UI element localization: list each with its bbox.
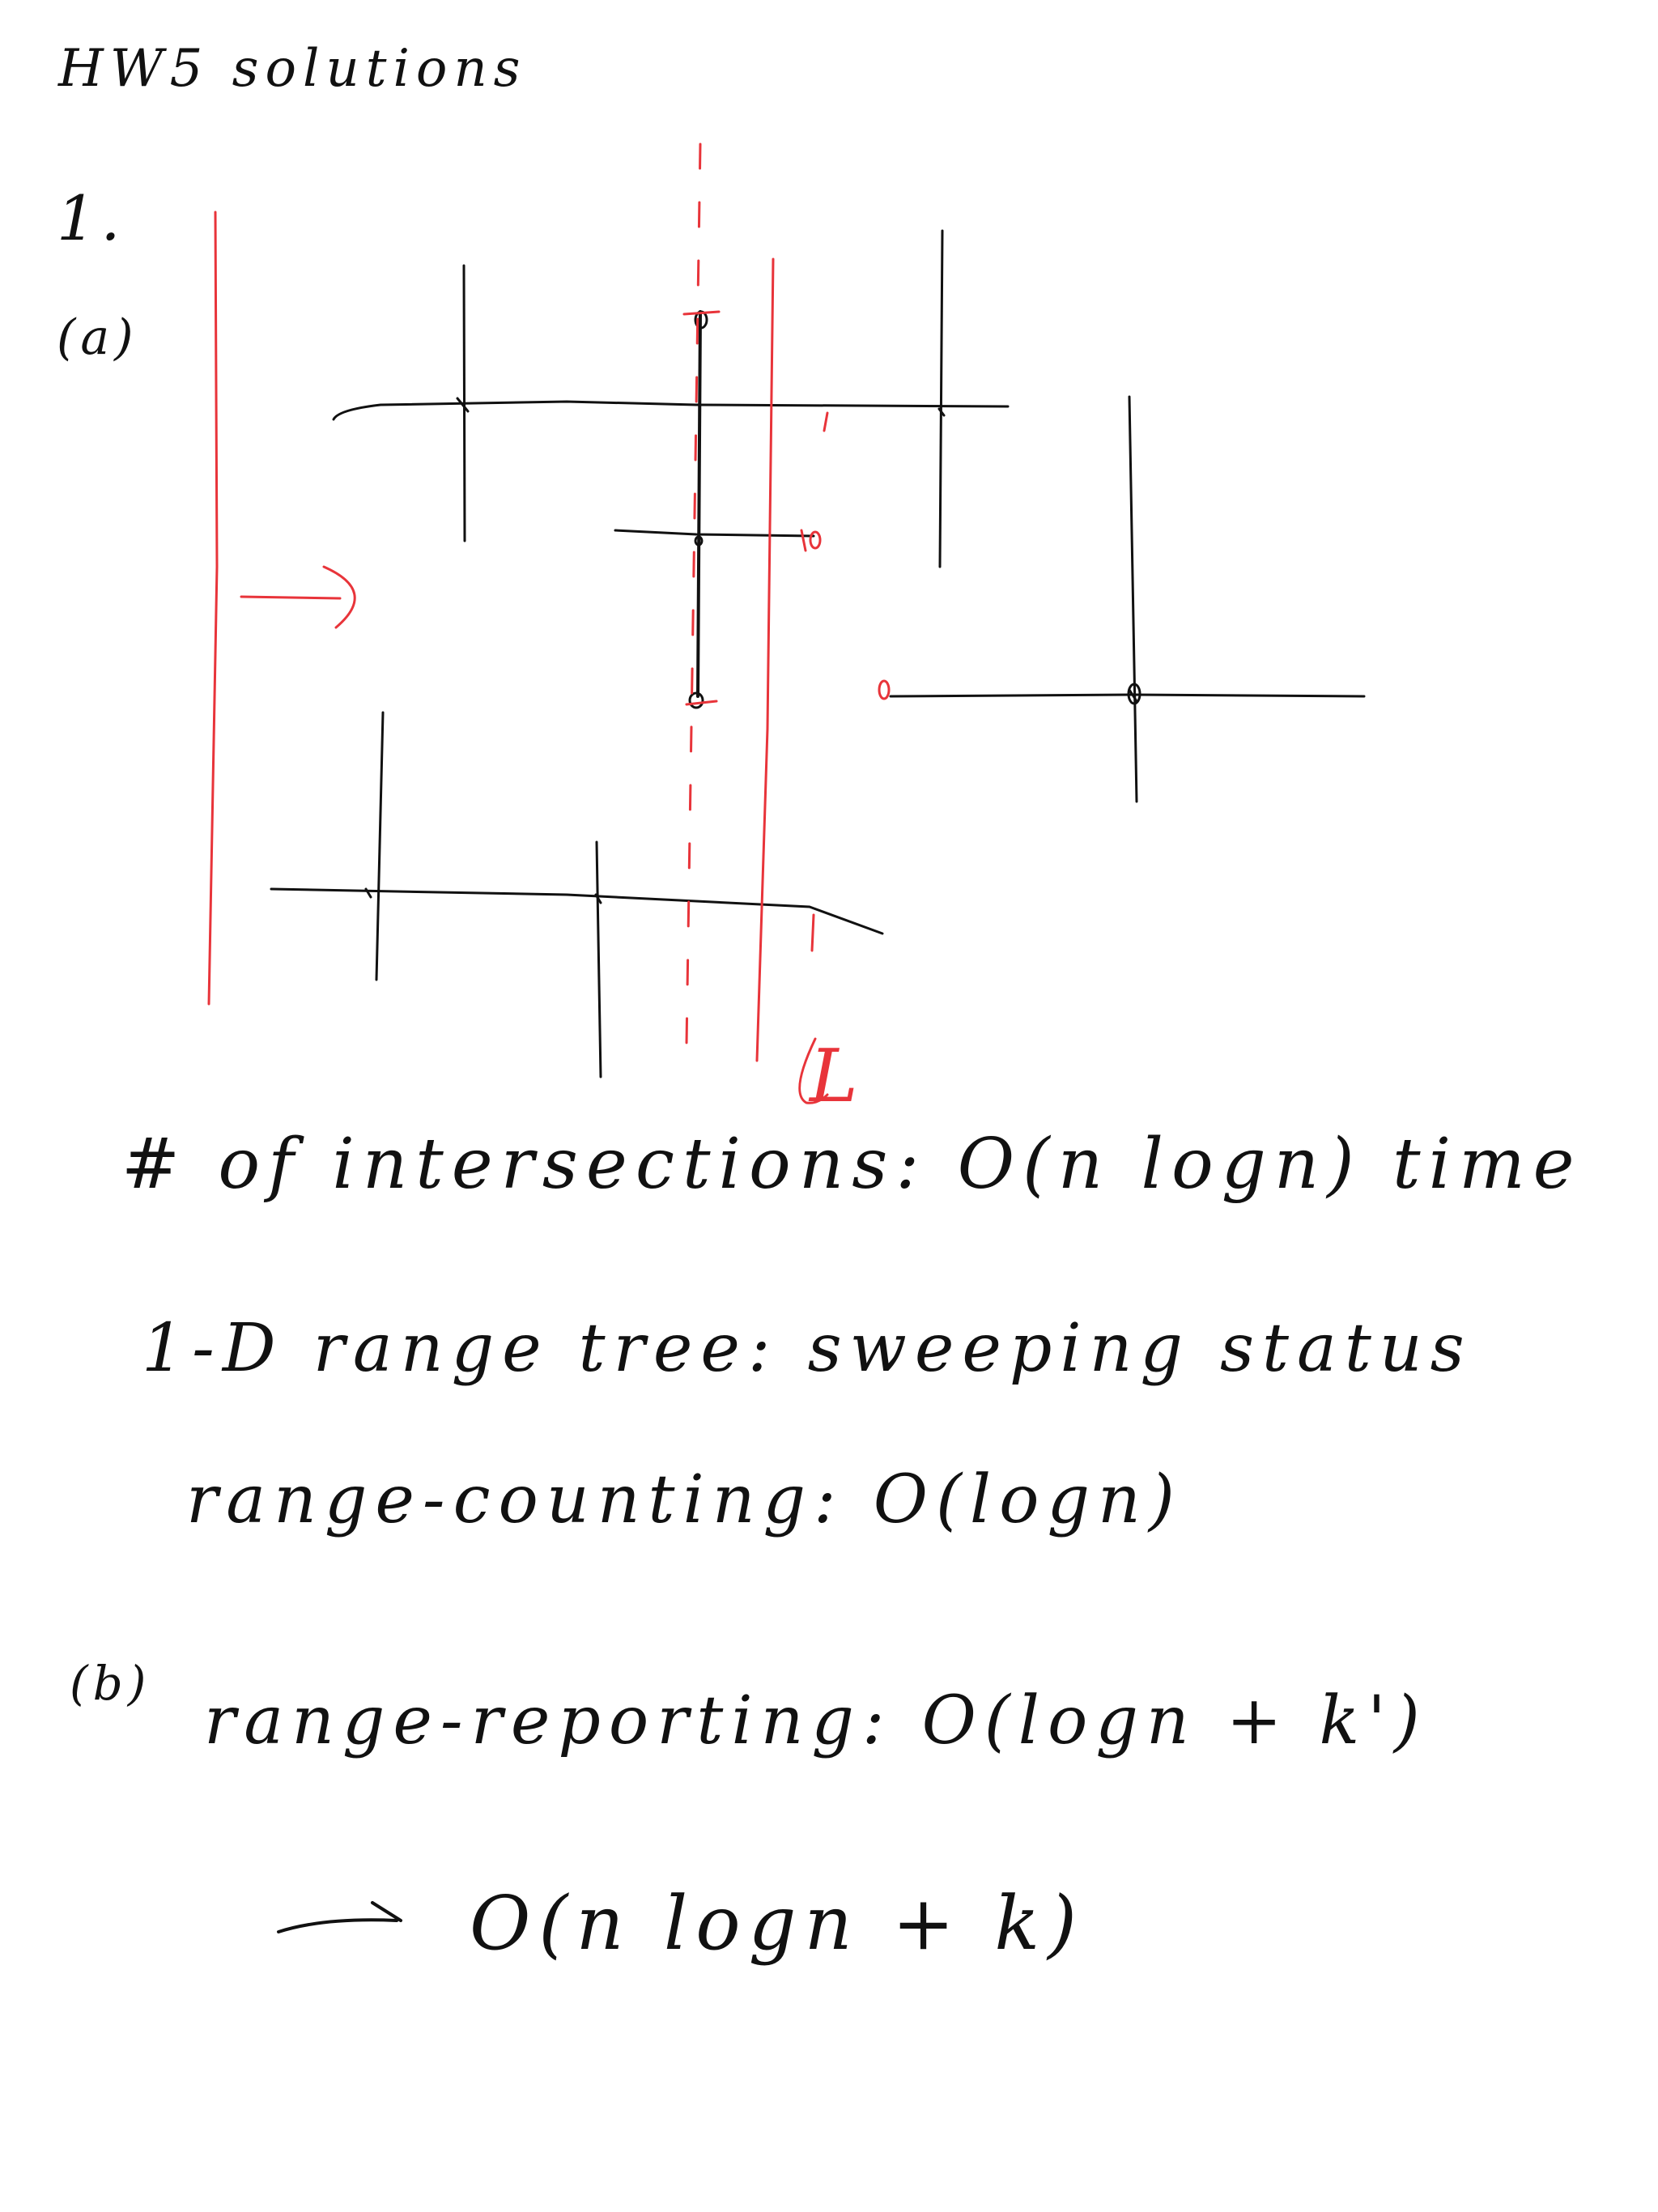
sweep-line-right <box>755 257 775 1062</box>
vertical-segment-2 <box>696 310 702 698</box>
page-title: HW5 solutions <box>58 39 527 99</box>
text-line-range-reporting: range-reporting: O(logn + k') <box>204 1682 1428 1759</box>
sweep-label: L <box>808 1034 858 1119</box>
implies-arrow <box>277 1901 402 1933</box>
sweep-line-left <box>207 211 219 1006</box>
sweep-direction-arrow <box>240 565 356 629</box>
segment-intersection-diagram: L <box>207 143 1366 1119</box>
horizontal-segment-3 <box>889 693 1366 698</box>
vertical-segment-5 <box>375 711 385 981</box>
vertical-segment-4 <box>1128 395 1138 803</box>
problem-number: 1. <box>57 182 125 254</box>
vertical-segment-3 <box>938 229 944 568</box>
text-line-intersections: # of intersections: O(n logn) time <box>121 1124 1583 1205</box>
intersection-markers <box>688 310 1141 709</box>
horizontal-segment-4 <box>270 887 884 935</box>
horizontal-segment-1 <box>332 400 1010 421</box>
part-b-label: (b) <box>70 1656 151 1711</box>
vertical-segment-1 <box>462 264 466 542</box>
text-line-range-counting: range-counting: O(logn) <box>186 1461 1183 1538</box>
horizontal-segment-2 <box>614 529 815 538</box>
vertical-segment-6 <box>595 840 602 1078</box>
text-line-range-tree: 1-D range tree: sweeping status <box>142 1310 1473 1387</box>
event-point-markers <box>800 529 891 700</box>
part-a-label: (a) <box>57 309 138 366</box>
text-line-total: O(n logn + k) <box>470 1880 1085 1967</box>
